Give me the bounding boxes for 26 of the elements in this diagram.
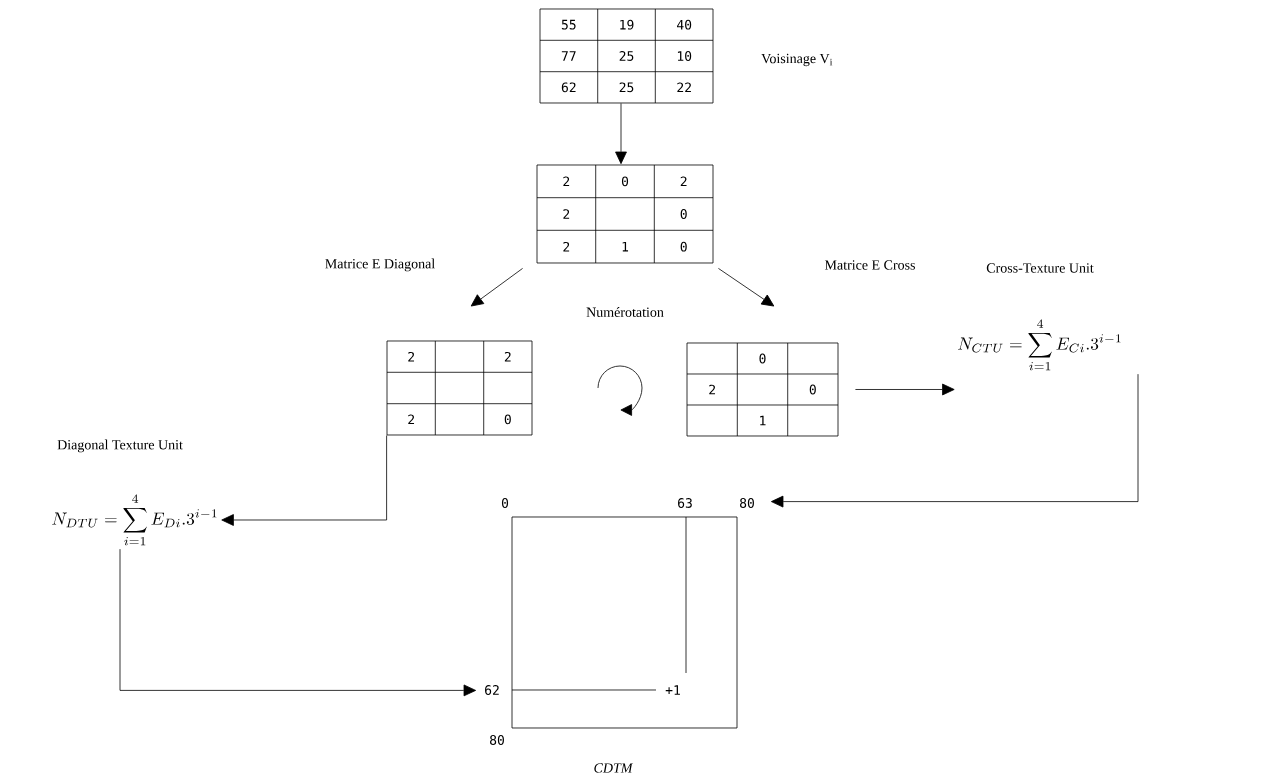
arrow	[855, 383, 955, 396]
node-label: Cross-Texture Unit	[986, 263, 1094, 273]
cell-value: +1	[665, 685, 680, 695]
arrow	[770, 373, 1139, 508]
matrix-grid: 55 19 40 77 25 10 62 25 22	[539, 8, 714, 104]
edge-label: Matrice E Diagonal	[323, 257, 437, 273]
arrow	[615, 103, 627, 165]
formula: $N_{CTU} = \sum_{i=1}^{4} E_{Ci}.3^{i-1}$	[958, 319, 1121, 371]
arrow	[718, 268, 775, 307]
axis-label: 0	[501, 498, 509, 508]
matrix-square	[511, 516, 738, 729]
formula: $N_{DTU} = \sum_{i=1}^{4} E_{Di}.3^{i-1}$	[52, 494, 217, 546]
edge-label: Matrice E Cross	[823, 259, 917, 271]
matrix-grid: 2 0 2 2 0 2 1 0	[536, 164, 714, 264]
arrow	[470, 268, 523, 307]
heading: Numérotation	[586, 307, 664, 317]
node-label: CDTM	[594, 763, 634, 773]
node-label: Diagonal Texture Unit	[57, 439, 183, 453]
arrow	[119, 548, 477, 697]
axis-label: 80	[740, 498, 754, 508]
matrix-grid: 2 2 2 0	[386, 340, 533, 436]
axis-label: 80	[490, 735, 504, 745]
axis-label: 62	[485, 685, 499, 695]
node-label: Voisinage V$_{i}$	[761, 53, 833, 67]
arrow	[221, 435, 387, 526]
matrix-grid: 0 2 0 1	[686, 342, 839, 437]
